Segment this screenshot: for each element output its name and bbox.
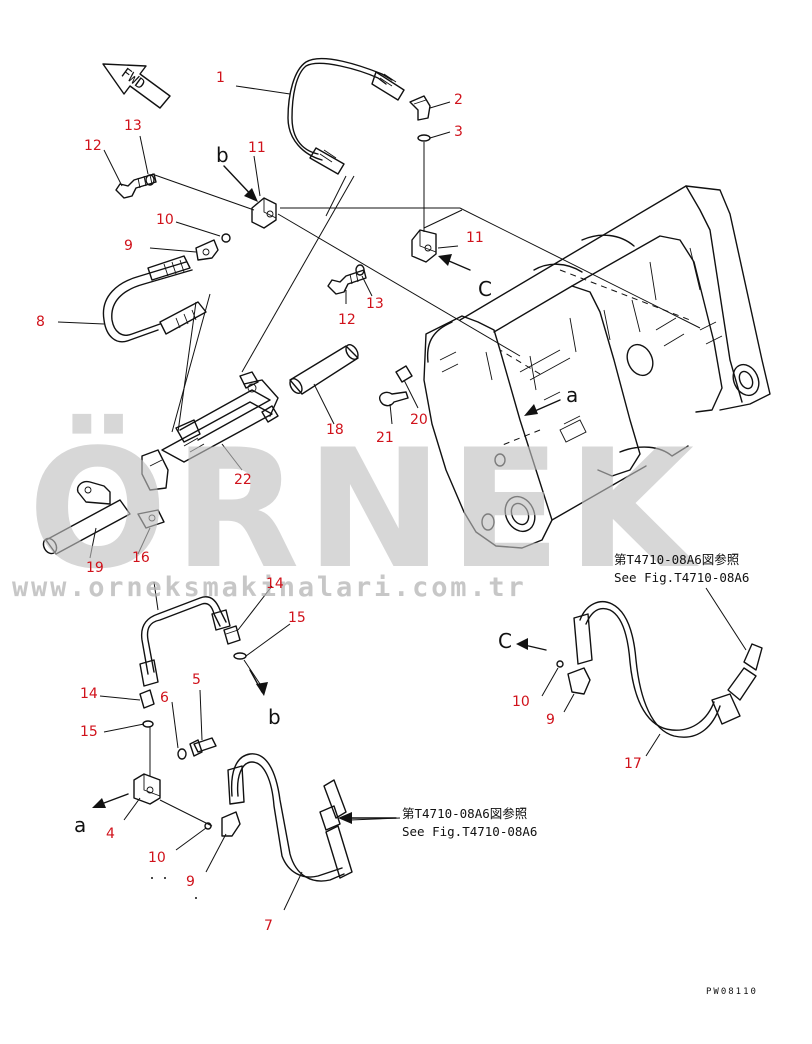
callout-5: 5 [192, 672, 201, 688]
block-4 [133, 773, 161, 805]
pipe-16 [139, 596, 231, 687]
washer-6 [177, 748, 187, 760]
callout-7: 7 [264, 918, 273, 934]
fwd-arrow-icon: FWD [102, 63, 171, 109]
view-marker-c-top: C [478, 277, 492, 301]
watermark-url: www.orneksmakinalari.com.tr [12, 572, 527, 603]
bolt-12-right [327, 269, 367, 295]
callout-9-upper: 9 [124, 238, 133, 254]
connector-14-upper [223, 625, 241, 645]
bolt-5 [189, 737, 217, 757]
view-markers: b C a b a C [74, 143, 578, 837]
frame-assembly [423, 185, 771, 549]
callout-9-right: 9 [546, 712, 555, 728]
o-ring-3 [417, 134, 431, 142]
hose-assembly-1 [287, 57, 405, 175]
callout-18: 18 [326, 422, 344, 438]
callout-21: 21 [376, 430, 394, 446]
o-ring-10-upper [221, 233, 231, 243]
callouts: 1 2 3 13 12 11 10 9 11 8 12 13 18 20 21 … [36, 70, 642, 934]
reference-right-jp: 第T4710-08A6図参照 [614, 552, 739, 567]
view-marker-a-top: a [566, 383, 578, 407]
washer-13-upper [145, 174, 155, 186]
callout-11-upper: 11 [248, 140, 266, 156]
callout-1: 1 [216, 70, 225, 86]
callout-16: 16 [132, 550, 150, 566]
o-ring-15-upper [233, 652, 247, 660]
plate-20 [395, 365, 413, 383]
callout-2: 2 [454, 92, 463, 108]
callout-15-upper: 15 [288, 610, 306, 626]
callout-8: 8 [36, 314, 45, 330]
callout-11-right: 11 [466, 230, 484, 246]
callout-20: 20 [410, 412, 428, 428]
elbow-9-right [567, 667, 591, 695]
callout-13-right: 13 [366, 296, 384, 312]
callout-17: 17 [624, 756, 642, 772]
view-arrows [92, 165, 561, 824]
watermark: ÖRNEK www.orneksmakinalari.com.tr [12, 413, 700, 605]
connector-14-lower [139, 689, 155, 709]
callout-14-upper: 14 [266, 576, 284, 592]
callout-12-upper: 12 [84, 138, 102, 154]
elbow-9-upper [195, 239, 219, 261]
hose-7 [227, 753, 353, 882]
hose-8 [102, 255, 207, 343]
view-marker-c-right: C [498, 629, 512, 653]
view-marker-b-bottom: b [268, 705, 281, 729]
callout-4: 4 [106, 826, 115, 842]
view-marker-b-top: b [216, 143, 229, 167]
callout-19: 19 [86, 560, 104, 576]
figure-references: 第T4710-08A6図参照 See Fig.T4710-08A6 第T4710… [402, 552, 749, 839]
hose-fitting-18 [289, 344, 359, 395]
cylinder-22 [161, 371, 279, 463]
block-11-upper [251, 197, 277, 229]
callout-22: 22 [234, 472, 252, 488]
hose-17 [573, 601, 763, 738]
callout-9-lower: 9 [186, 874, 195, 890]
callout-15-lower: 15 [80, 724, 98, 740]
watermark-brand: ÖRNEK [28, 413, 700, 605]
callout-12-right: 12 [338, 312, 356, 328]
callout-6: 6 [160, 690, 169, 706]
pin-19 [42, 449, 169, 555]
washer-13-right [355, 264, 365, 276]
screw-21 [379, 391, 409, 407]
o-ring-10-right [556, 660, 564, 668]
reference-right-en: See Fig.T4710-08A6 [614, 570, 749, 585]
elbow-fitting-2 [409, 95, 431, 121]
callout-10-upper: 10 [156, 212, 174, 228]
callout-13-upper: 13 [124, 118, 142, 134]
bolt-12-upper [115, 173, 157, 199]
o-ring-15-lower [142, 720, 154, 728]
callout-14-lower: 14 [80, 686, 98, 702]
callout-3: 3 [454, 124, 463, 140]
view-marker-a-bottom: a [74, 813, 86, 837]
elbow-9-lower [221, 811, 241, 837]
specks [151, 877, 197, 899]
callout-10-lower: 10 [148, 850, 166, 866]
drawing-code: PW08110 [706, 987, 758, 997]
reference-bottom-jp: 第T4710-08A6図参照 [402, 806, 527, 821]
block-11-right [411, 229, 437, 263]
reference-bottom-en: See Fig.T4710-08A6 [402, 824, 537, 839]
callout-10-right: 10 [512, 694, 530, 710]
